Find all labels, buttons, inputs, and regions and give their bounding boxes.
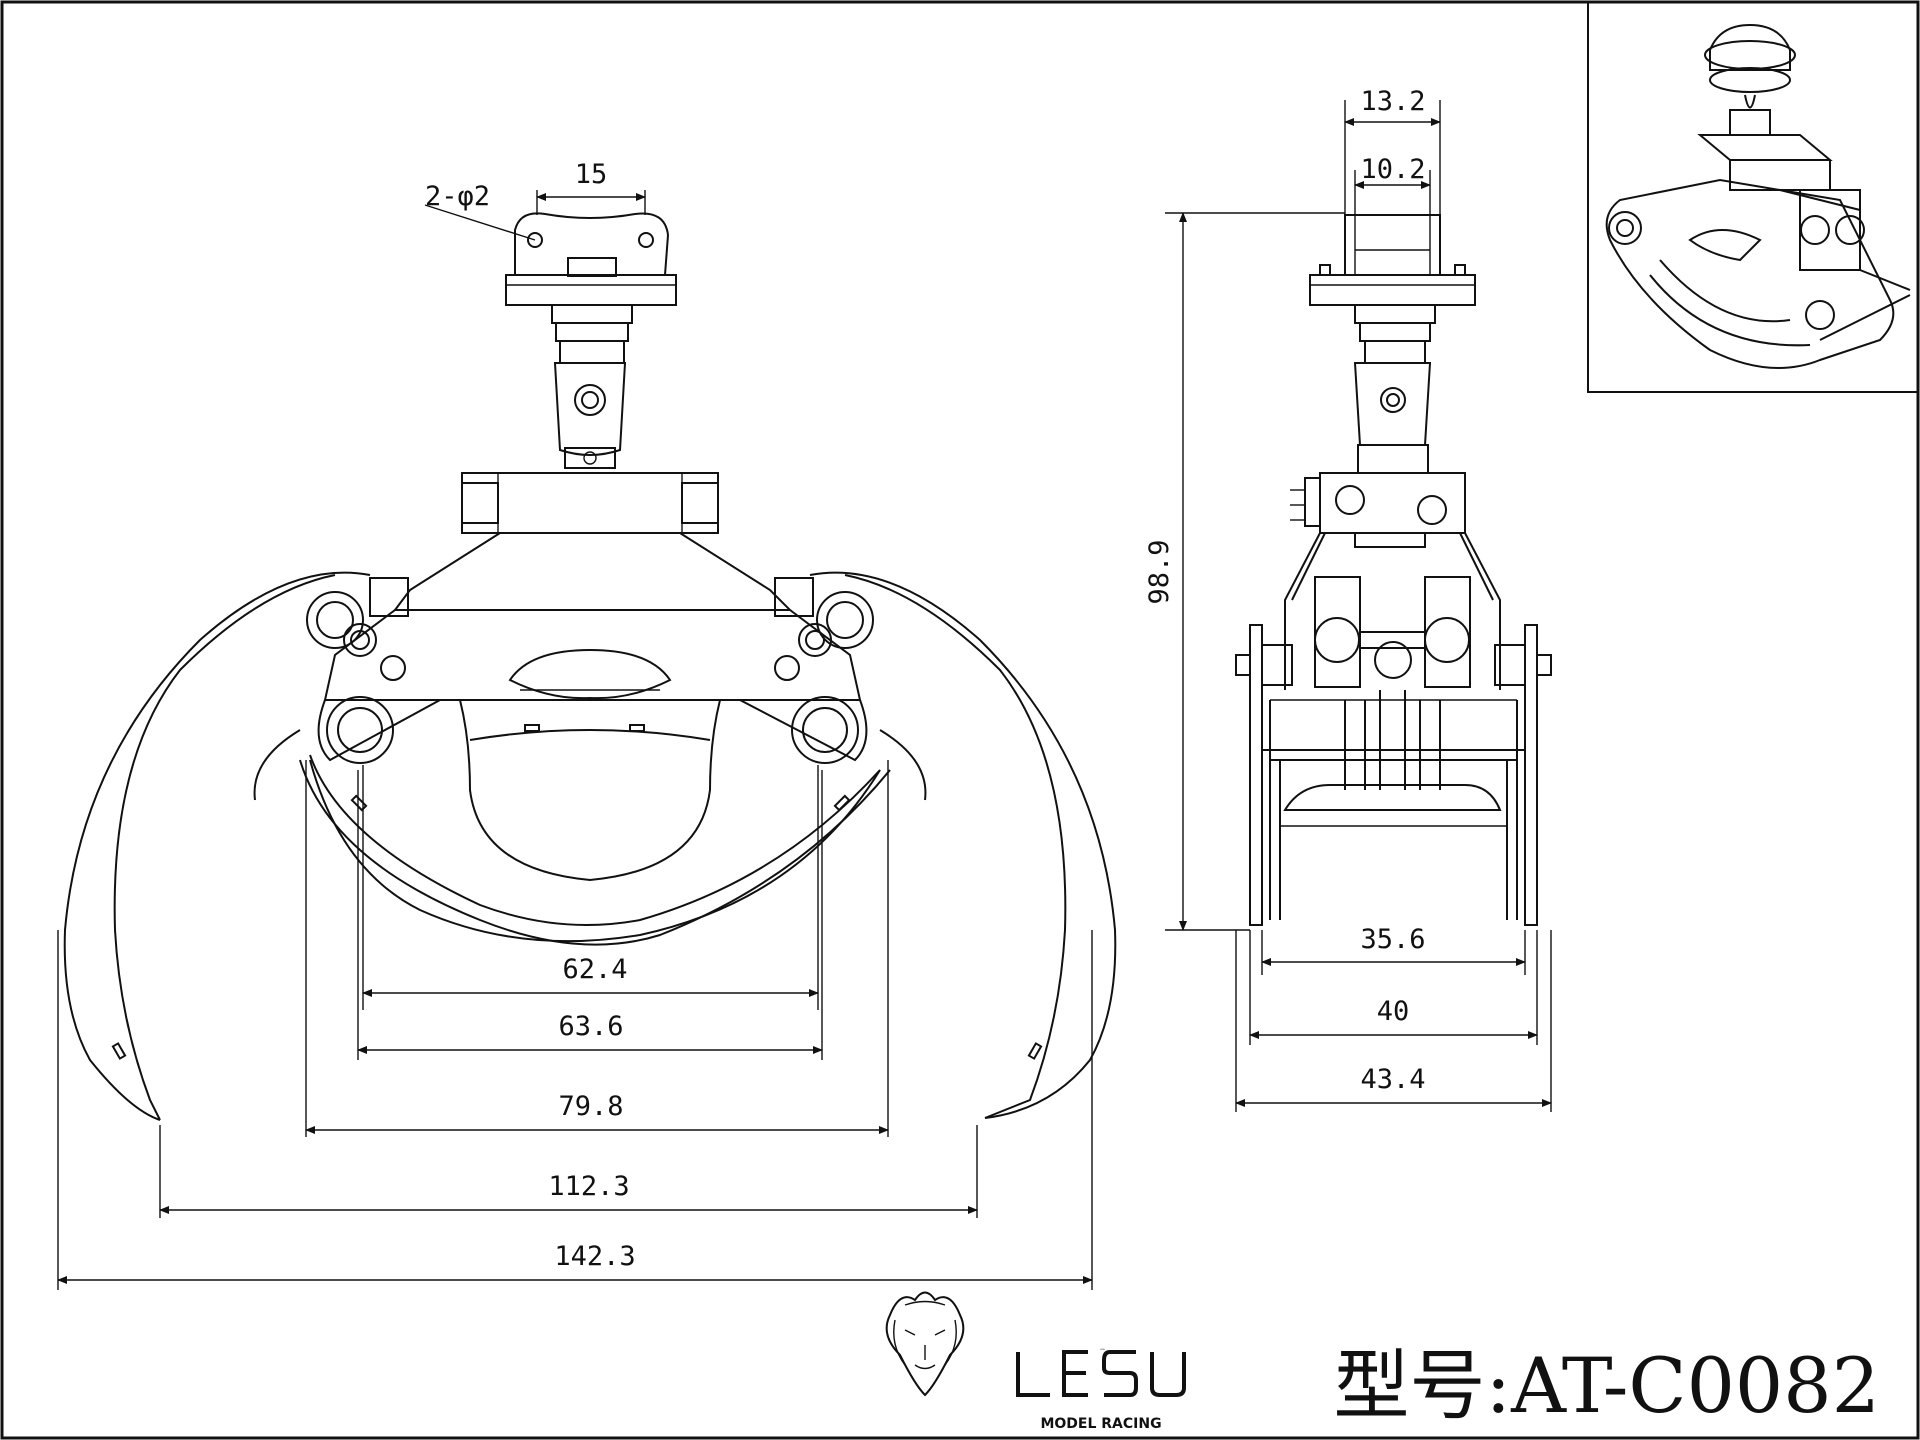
dim-43-4: 43.4 <box>1360 1064 1425 1095</box>
dim-63-6: 63.6 <box>558 1011 623 1042</box>
dim-142-3: 142.3 <box>554 1241 635 1272</box>
side-dimensions: 13.2 10.2 98.9 35.6 40 43.4 <box>1144 86 1552 1112</box>
brand-name: LESU <box>1100 1349 1106 1351</box>
dim-10-2: 10.2 <box>1360 154 1425 185</box>
dim-112-3: 112.3 <box>548 1171 629 1202</box>
title-block: LESU MODEL RACING 型号:AT-C0082 <box>885 1291 1880 1432</box>
side-view <box>1235 214 1552 926</box>
model-number: 型号:AT-C0082 <box>1334 1341 1880 1430</box>
dim-40: 40 <box>1377 996 1410 1027</box>
brand-subtitle: MODEL RACING <box>1040 1416 1161 1432</box>
front-dimensions: 15 2-φ2 62.4 63.6 79.8 112.3 142.3 <box>57 159 1093 1290</box>
dim-98-9: 98.9 <box>1144 539 1175 604</box>
isometric-inset <box>1587 1 1919 393</box>
dim-62-4: 62.4 <box>562 954 627 985</box>
dim-35-6: 35.6 <box>1360 924 1425 955</box>
dim-13-2: 13.2 <box>1360 86 1425 117</box>
lion-logo-icon <box>885 1291 965 1397</box>
dim-hole-callout: 2-φ2 <box>425 181 490 212</box>
brand-logo-icon <box>1016 1350 1186 1397</box>
front-view <box>63 212 1117 1121</box>
dim-15: 15 <box>575 159 608 190</box>
dim-79-8: 79.8 <box>558 1091 623 1122</box>
